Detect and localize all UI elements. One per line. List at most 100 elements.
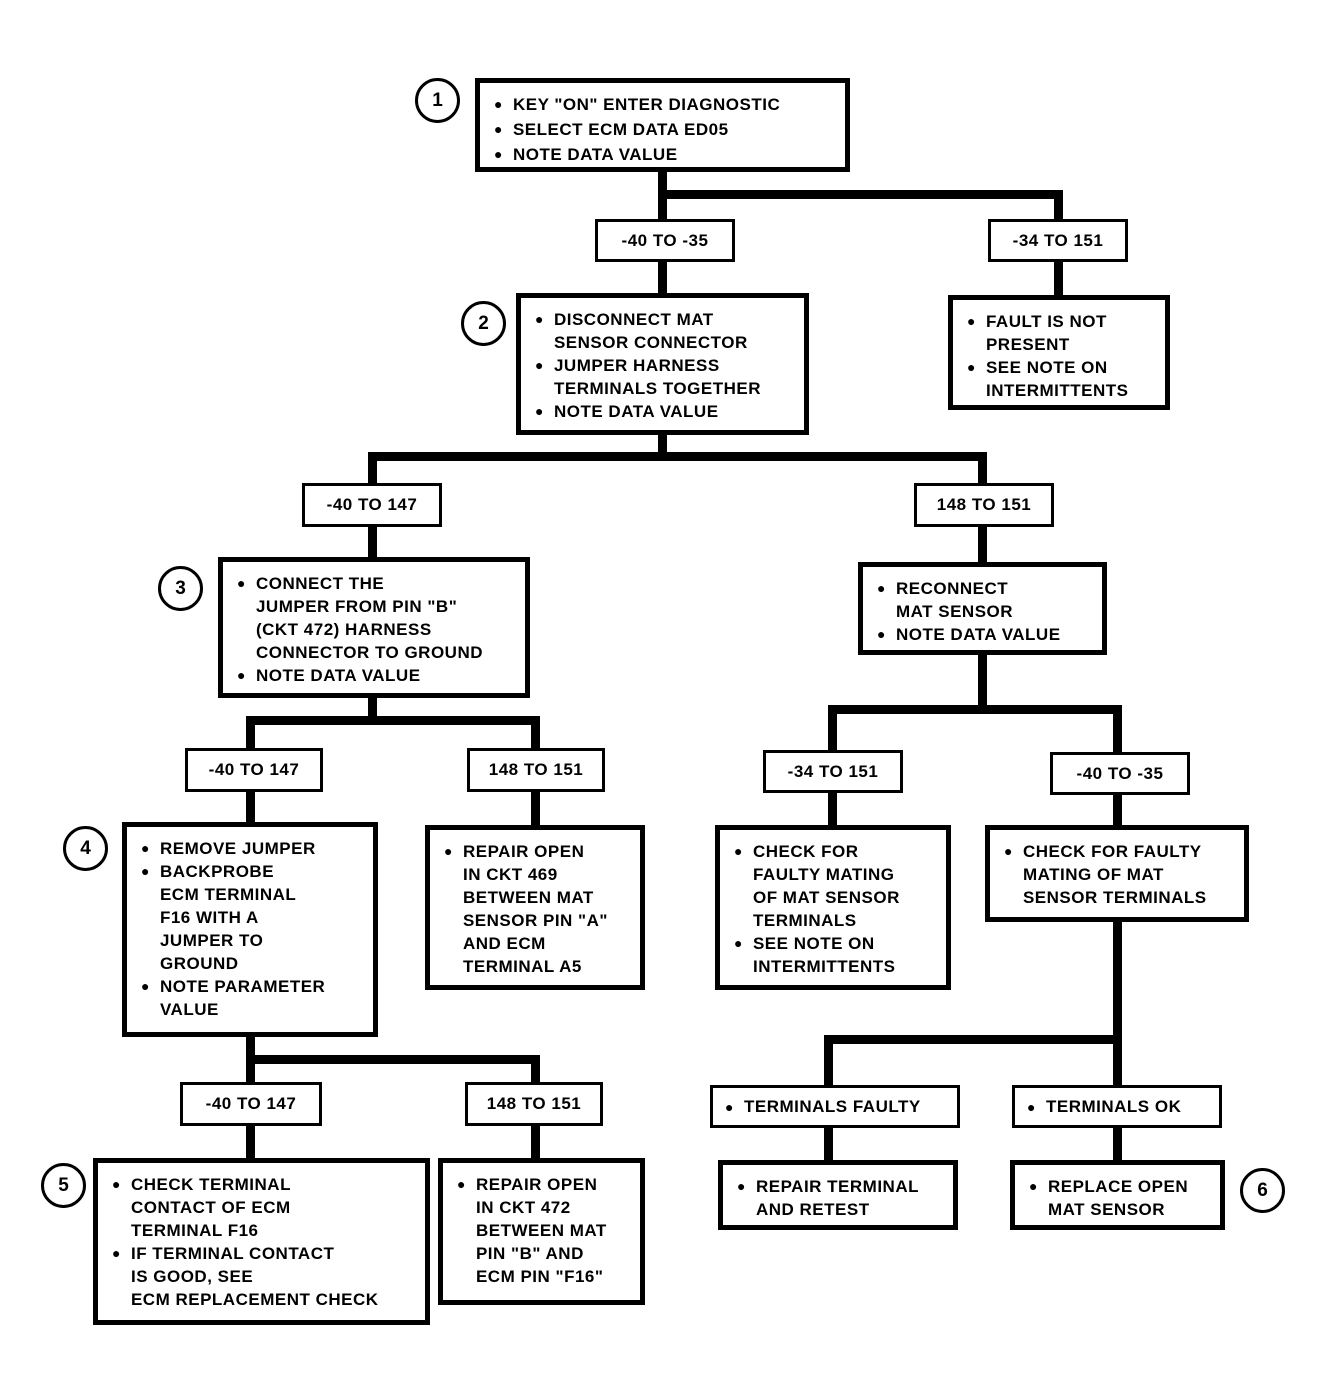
node-text: DISCONNECT MAT SENSOR CONNECTOR: [553, 310, 748, 352]
range-label: -34 TO 151: [763, 750, 903, 793]
bullet-icon: ●: [967, 313, 976, 329]
bullet-icon: ●: [737, 1178, 746, 1194]
connector-line: [658, 190, 1063, 199]
node-text: SELECT ECM DATA ED05: [512, 120, 729, 139]
range-label-text: -40 TO -35: [1076, 763, 1164, 783]
node-text: KEY "ON" ENTER DIAGNOSTIC: [512, 95, 781, 114]
node-text: TERMINALS FAULTY: [743, 1096, 921, 1116]
connector-line: [1113, 922, 1122, 1044]
bullet-icon: ●: [877, 626, 886, 642]
flow-node-check-mating: ●CHECK FOR FAULTY MATING OF MAT SENSOR T…: [985, 825, 1249, 922]
flow-node-disconnect-mat: ●DISCONNECT MAT SENSOR CONNECTOR ●JUMPER…: [516, 293, 809, 435]
connector-line: [978, 527, 987, 562]
node-text: FAULT IS NOT PRESENT: [985, 312, 1107, 354]
range-label: 148 TO 151: [465, 1082, 603, 1126]
step-number-text: 6: [1257, 1179, 1268, 1201]
range-label-text: -40 TO 147: [208, 760, 300, 779]
connector-line: [246, 1126, 255, 1158]
flow-node-remove-jumper: ●REMOVE JUMPER ●BACKPROBE ECM TERMINAL F…: [122, 822, 378, 1037]
bullet-icon: ●: [494, 96, 503, 112]
node-text: REPAIR OPEN IN CKT 469 BETWEEN MAT SENSO…: [462, 842, 608, 976]
bullet-icon: ●: [112, 1176, 121, 1192]
node-text: TERMINALS OK: [1045, 1096, 1182, 1116]
connector-line: [531, 716, 540, 748]
node-text: CHECK TERMINAL CONTACT OF ECM TERMINAL F…: [130, 1175, 291, 1240]
connector-line: [1113, 1128, 1122, 1160]
range-label-text: -34 TO 151: [1012, 230, 1104, 250]
range-label: -40 TO 147: [302, 483, 442, 527]
range-label-text: 148 TO 151: [486, 1094, 582, 1113]
range-label-text: -40 TO -35: [621, 230, 709, 250]
bullet-icon: ●: [494, 121, 503, 137]
node-text: NOTE DATA VALUE: [255, 666, 421, 685]
flow-node-check-mating-note: ●CHECK FOR FAULTY MATING OF MAT SENSOR T…: [715, 825, 951, 990]
connector-line: [368, 452, 377, 483]
connector-line: [531, 1055, 540, 1082]
connector-line: [531, 792, 540, 825]
node-text: CONNECT THE JUMPER FROM PIN "B" (CKT 472…: [255, 574, 484, 662]
connector-line: [531, 1126, 540, 1158]
flow-node-fault-not-present: ●FAULT IS NOT PRESENT ●SEE NOTE ON INTER…: [948, 295, 1170, 410]
step-number-1: 1: [415, 78, 460, 123]
range-label-text: -40 TO 147: [205, 1094, 297, 1113]
flow-node-terminals-faulty: ● TERMINALS FAULTY: [710, 1085, 960, 1128]
bullet-icon: ●: [494, 146, 503, 162]
connector-line: [828, 705, 1122, 714]
bullet-icon: ●: [141, 840, 150, 856]
range-label-text: 148 TO 151: [488, 760, 584, 779]
bullet-icon: ●: [734, 935, 743, 951]
bullet-icon: ●: [877, 580, 886, 596]
range-label: -40 TO 147: [185, 748, 323, 792]
bullet-icon: ●: [1029, 1178, 1038, 1194]
node-text: NOTE DATA VALUE: [553, 402, 719, 421]
step-number-text: 3: [175, 577, 186, 599]
bullet-icon: ●: [141, 978, 150, 994]
range-label-text: 148 TO 151: [936, 495, 1032, 514]
flow-node-repair-terminal: ● REPAIR TERMINAL AND RETEST: [718, 1160, 958, 1230]
node-text: NOTE DATA VALUE: [895, 625, 1061, 644]
connector-line: [1054, 262, 1063, 295]
bullet-icon: ●: [725, 1098, 734, 1115]
range-label-text: -40 TO 147: [326, 495, 418, 514]
connector-line: [246, 792, 255, 822]
step-number-2: 2: [461, 301, 506, 346]
range-label: -40 TO -35: [595, 219, 735, 262]
connector-line: [658, 262, 667, 293]
range-label: -40 TO 147: [180, 1082, 322, 1126]
flow-node-terminals-ok: ●TERMINALS OK: [1012, 1085, 1222, 1128]
range-label: 148 TO 151: [914, 483, 1054, 527]
connector-line: [978, 655, 987, 714]
flow-node-check-terminal: ● CHECK TERMINAL CONTACT OF ECM TERMINAL …: [93, 1158, 430, 1325]
connector-line: [828, 793, 837, 825]
step-number-6: 6: [1240, 1168, 1285, 1213]
step-number-text: 4: [80, 837, 91, 859]
flow-node-repair-ckt469: ●REPAIR OPEN IN CKT 469 BETWEEN MAT SENS…: [425, 825, 645, 990]
node-text: SEE NOTE ON INTERMITTENTS: [752, 934, 896, 976]
bullet-icon: ●: [112, 1245, 121, 1261]
connector-line: [368, 698, 377, 725]
connector-line: [246, 716, 540, 725]
node-text: IF TERMINAL CONTACT IS GOOD, SEE ECM REP…: [130, 1244, 379, 1309]
bullet-icon: ●: [1004, 843, 1013, 859]
bullet-icon: ●: [141, 863, 150, 879]
step-number-5: 5: [41, 1163, 86, 1208]
node-text: BACKPROBE ECM TERMINAL F16 WITH A JUMPER…: [159, 862, 297, 973]
step-number-text: 2: [478, 312, 489, 334]
connector-line: [368, 452, 987, 461]
range-label-text: -34 TO 151: [787, 761, 879, 781]
node-text: SEE NOTE ON INTERMITTENTS: [985, 358, 1129, 400]
connector-line: [824, 1035, 833, 1085]
node-text: NOTE DATA VALUE: [512, 145, 678, 164]
connector-line: [1113, 1044, 1122, 1085]
flow-node-connect-jumper: ●CONNECT THE JUMPER FROM PIN "B" (CKT 47…: [218, 557, 530, 698]
step-number-3: 3: [158, 566, 203, 611]
range-label: -40 TO -35: [1050, 752, 1190, 795]
connector-line: [1113, 795, 1122, 825]
step-number-4: 4: [63, 826, 108, 871]
range-label: -34 TO 151: [988, 219, 1128, 262]
connector-line: [246, 716, 255, 748]
connector-line: [828, 705, 837, 750]
node-text: REPAIR TERMINAL AND RETEST: [755, 1177, 919, 1219]
connector-line: [824, 1035, 1122, 1044]
